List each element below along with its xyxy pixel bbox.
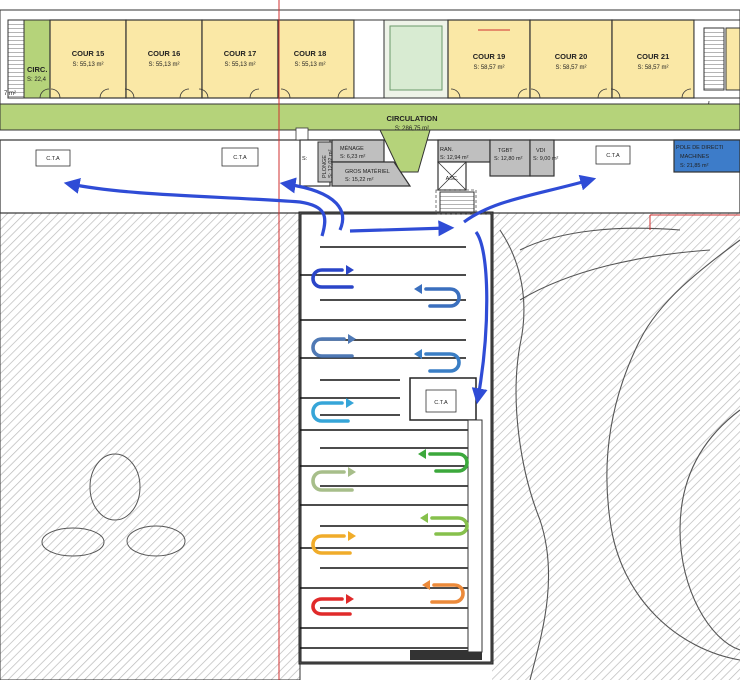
label-circ-left: CIRC. — [27, 65, 47, 74]
label-cour15-area: S: 55,13 m² — [72, 62, 103, 68]
label-gros-materiel: GROS MATÉRIEL — [345, 168, 390, 175]
label-cta-4: C.T.A — [434, 400, 448, 406]
label-cour19-area: S: 58,57 m² — [473, 65, 504, 71]
loop-arrows — [311, 265, 469, 616]
label-tgbt-area: S: 12,80 m² — [494, 156, 523, 162]
red-axis-lines — [278, 0, 740, 680]
label-menage-area: S: 6,23 m² — [340, 154, 366, 160]
label-vdi: VDI — [536, 148, 546, 154]
loop-arrow-1 — [311, 268, 354, 289]
loop-arrow-7 — [311, 470, 354, 492]
room-labels: CIRC. S: 22,4 7 m² COUR 15 S: 55,13 m² C… — [4, 49, 724, 413]
flow-arrow-left — [63, 178, 327, 237]
label-menage: MÉNAGE — [340, 145, 364, 152]
label-cta-3: C.T.A — [606, 153, 620, 159]
loop-arrow-10 — [430, 583, 465, 604]
label-circ-left-area: S: 22,4 — [27, 77, 47, 83]
landscape-ellipses — [41, 453, 186, 557]
label-tgbt: TGBT — [498, 148, 513, 154]
label-asc: ASC. — [446, 176, 459, 182]
classroom-band — [0, 9, 740, 105]
loop-arrow-3 — [311, 337, 354, 358]
service-rooms — [299, 139, 740, 213]
label-cour19: COUR 19 — [473, 52, 506, 61]
label-cour21: COUR 21 — [637, 52, 670, 61]
landscape-waves — [499, 227, 740, 680]
label-cour15: COUR 15 — [72, 49, 105, 58]
flow-arrow-down-right — [471, 231, 489, 405]
loop-arrow-9 — [311, 534, 352, 555]
cta-box-parking — [409, 377, 477, 421]
label-cour17-area: S: 55,13 m² — [224, 62, 255, 68]
label-small-left: S: — [302, 156, 308, 162]
label-cour17: COUR 17 — [224, 49, 257, 58]
parking-side-strip — [467, 419, 483, 653]
label-pole: POLE DE DIRECTI — [676, 145, 724, 151]
label-rangement-area: S: 12,94 m² — [440, 155, 469, 161]
label-circulation: CIRCULATION — [386, 114, 437, 123]
label-cour21-area: S: 58,57 m² — [637, 65, 668, 71]
label-cour16: COUR 16 — [148, 49, 181, 58]
loop-arrow-4 — [424, 352, 461, 373]
label-cour20: COUR 20 — [555, 52, 588, 61]
label-circulation-area: S: 286,75 m² — [395, 126, 429, 132]
label-cour18-area: S: 55,13 m² — [294, 62, 325, 68]
loop-arrow-2 — [424, 287, 461, 308]
label-pole-sub: MACHINES — [680, 154, 709, 160]
loop-arrow-11 — [311, 597, 352, 616]
hatched-terrain — [0, 212, 740, 680]
loop-arrow-5 — [311, 401, 350, 423]
label-plonge: PLONGE — [322, 155, 328, 178]
circulation-corridor — [0, 103, 740, 173]
ramp-block — [410, 650, 482, 660]
label-cour18: COUR 18 — [294, 49, 327, 58]
label-pole-area: S: 21,85 m² — [680, 163, 709, 169]
loop-arrow-6 — [428, 452, 469, 473]
label-gros-materiel-area: S: 15,22 m² — [345, 177, 374, 183]
label-cour20-area: S: 58,57 m² — [555, 65, 586, 71]
label-vdi-area: S: 9,00 m² — [533, 156, 559, 162]
loop-arrow-8 — [430, 516, 469, 536]
label-circ-left-fragment: 7 m² — [4, 91, 16, 97]
flow-arrow-right-up — [463, 174, 597, 224]
label-cta-2: C.T.A — [233, 155, 247, 161]
flow-arrow-left-up — [279, 177, 345, 231]
label-cta-1: C.T.A — [46, 156, 60, 162]
flow-arrow-right-entry — [349, 220, 455, 237]
parking-lines — [300, 246, 470, 649]
label-cour16-area: S: 55,13 m² — [148, 62, 179, 68]
label-rangement: RAN. — [440, 147, 454, 153]
label-plonge-area: S: 12,02 m² — [328, 149, 334, 178]
flow-arrows — [63, 174, 597, 405]
